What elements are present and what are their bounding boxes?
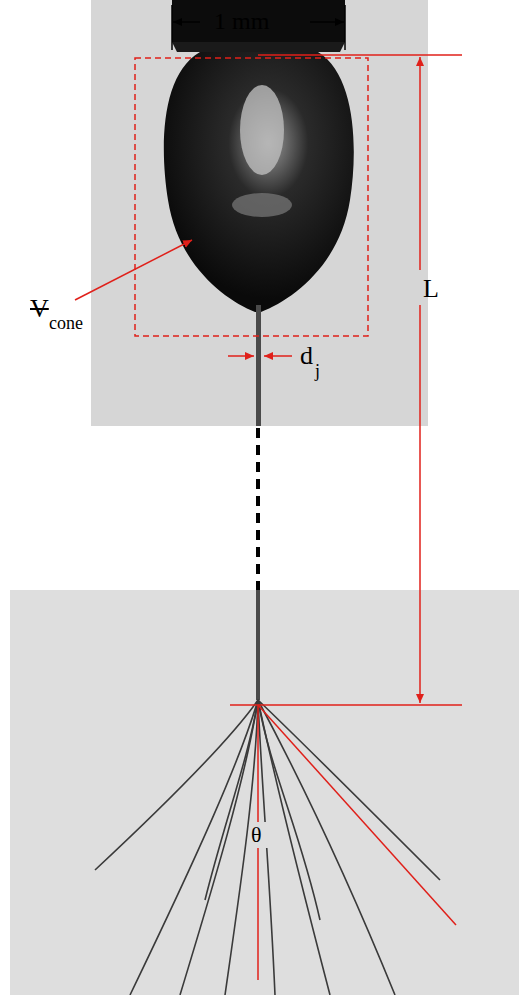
diameter-symbol: d [300,343,313,369]
volume-symbol: V [30,296,49,322]
diameter-subscript: j [315,362,320,380]
length-label: L [423,276,439,302]
volume-subscript: cone [49,314,83,332]
dimension-label: 1 mm [214,9,269,33]
angle-label: θ [251,824,262,846]
